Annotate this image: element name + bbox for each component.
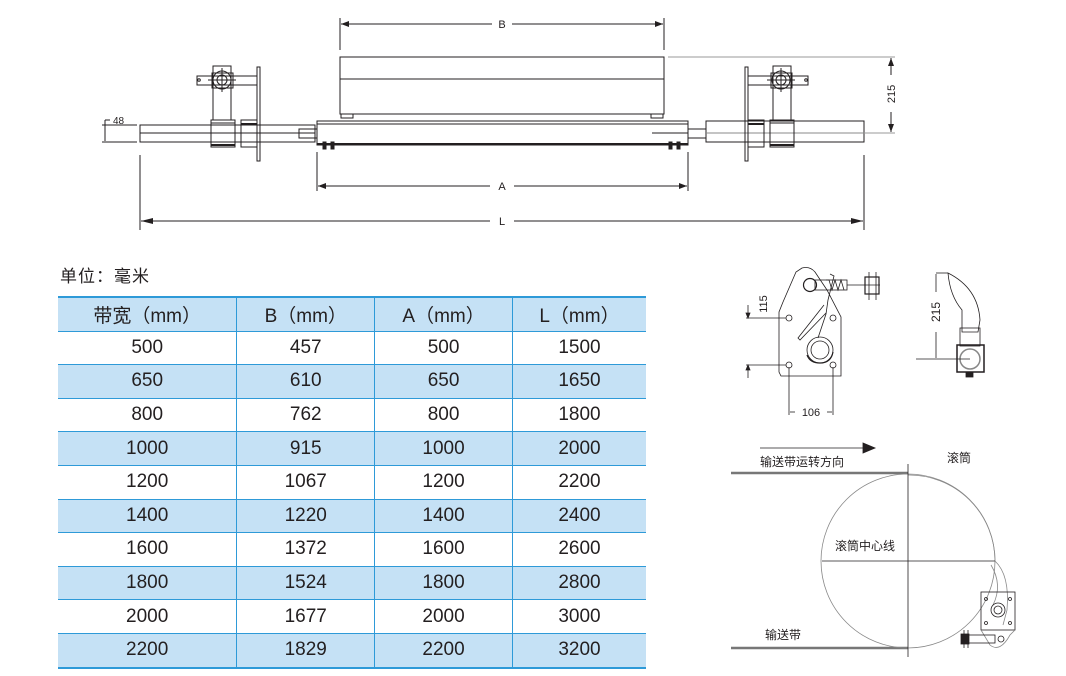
label-L: L [499, 216, 505, 228]
centerline-label: 滚筒中心线 [835, 538, 895, 553]
cell-L: 1650 [511, 364, 646, 399]
dimension-height [668, 56, 895, 134]
table-row: 2200 1829 2200 3200 [58, 633, 646, 668]
table-row: 650 610 650 1650 [58, 364, 646, 399]
table-row: 500 457 500 1500 [58, 331, 646, 365]
header-belt-width: 带宽（mm） [58, 297, 238, 332]
top-assembly-drawing: B A L 48 215 [102, 18, 898, 230]
cell-A: 1400 [374, 499, 513, 533]
cell-B: 1829 [236, 633, 376, 668]
cell-belt-width: 500 [58, 331, 238, 365]
cell-belt-width: 1600 [58, 532, 238, 567]
cell-belt-width: 1800 [58, 566, 238, 600]
table-row: 2000 1677 2000 3000 [58, 599, 646, 634]
pulley-label: 滚筒 [947, 450, 971, 465]
bracket-plate [778, 267, 842, 377]
cell-L: 2000 [511, 431, 646, 466]
cell-belt-width: 2000 [58, 599, 238, 634]
label-B: B [498, 19, 505, 31]
cell-belt-width: 1400 [58, 499, 238, 533]
bracket-front-view: 115 106 [745, 267, 880, 419]
cell-L: 2400 [511, 499, 646, 533]
cell-A: 1800 [374, 566, 513, 600]
cell-B: 1524 [236, 566, 376, 600]
table-row: 1400 1220 1400 2400 [58, 499, 646, 533]
dimension-215-side [916, 272, 970, 360]
right-shaft [705, 65, 865, 162]
cell-B: 1677 [236, 599, 376, 634]
unit-label: 单位：毫米 [60, 267, 150, 287]
cell-L: 2800 [511, 566, 646, 600]
cell-B: 762 [236, 398, 376, 432]
cell-L: 2600 [511, 532, 646, 567]
cell-A: 1000 [374, 431, 513, 466]
table-header-row: 带宽（mm） B（mm） A（mm） L（mm） [58, 297, 646, 332]
header-B: B（mm） [236, 297, 376, 332]
drive-housing [339, 56, 665, 119]
label-A: A [498, 181, 506, 193]
cell-B: 915 [236, 431, 376, 466]
label-115: 115 [758, 295, 770, 313]
cell-belt-width: 1200 [58, 465, 238, 500]
cell-L: 3200 [511, 633, 646, 668]
table-row: 800 762 800 1800 [58, 398, 646, 432]
pulley-installation-view: 输送带运转方向 滚筒 滚筒中心线 输送带 [731, 442, 1016, 657]
label-215: 215 [886, 85, 898, 103]
table-row: 1600 1372 1600 2600 [58, 532, 646, 567]
cell-belt-width: 1000 [58, 431, 238, 466]
spec-table: 带宽（mm） B（mm） A（mm） L（mm） 500 457 500 150… [58, 296, 646, 669]
cell-L: 1800 [511, 398, 646, 432]
dimension-L [139, 155, 865, 230]
cell-B: 1220 [236, 499, 376, 533]
dimension-B [339, 18, 665, 50]
cell-L: 1500 [511, 331, 646, 365]
label-106: 106 [802, 407, 820, 419]
cell-A: 650 [374, 364, 513, 399]
cell-A: 1600 [374, 532, 513, 567]
label-48: 48 [113, 116, 125, 127]
cell-belt-width: 2200 [58, 633, 238, 668]
label-215-side: 215 [929, 302, 943, 322]
cell-L: 2200 [511, 465, 646, 500]
cell-A: 800 [374, 398, 513, 432]
cell-B: 1372 [236, 532, 376, 567]
cell-A: 2200 [374, 633, 513, 668]
cell-belt-width: 650 [58, 364, 238, 399]
direction-label: 输送带运转方向 [760, 454, 844, 469]
header-L: L（mm） [511, 297, 646, 332]
cell-B: 610 [236, 364, 376, 399]
dimension-106 [788, 367, 834, 415]
table-row: 1000 915 1000 2000 [58, 431, 646, 466]
cell-belt-width: 800 [58, 398, 238, 432]
cell-B: 1067 [236, 465, 376, 500]
cell-B: 457 [236, 331, 376, 365]
header-A: A（mm） [374, 297, 513, 332]
table-row: 1200 1067 1200 2200 [58, 465, 646, 500]
cell-L: 3000 [511, 599, 646, 634]
dimension-115 [745, 305, 786, 378]
main-beam [298, 120, 707, 150]
table-row: 1800 1524 1800 2800 [58, 566, 646, 600]
belt-label: 输送带 [765, 627, 801, 642]
cell-A: 1200 [374, 465, 513, 500]
bracket-side-view: 215 [916, 272, 985, 378]
dimension-shaft [102, 119, 137, 143]
left-shaft [139, 65, 316, 162]
cell-A: 500 [374, 331, 513, 365]
dimension-A [316, 152, 689, 191]
cell-A: 2000 [374, 599, 513, 634]
